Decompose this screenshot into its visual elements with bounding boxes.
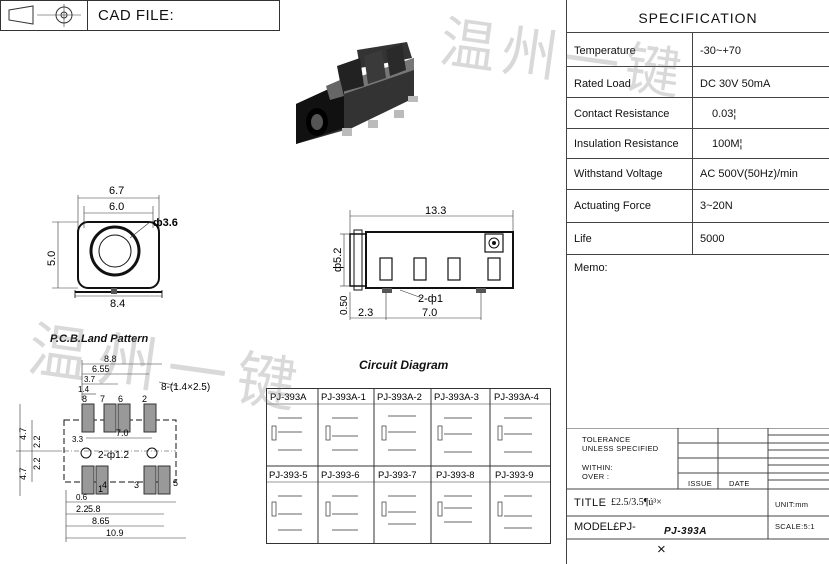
pcb-pad-spec: 8-(1.4×2.5) [161,382,210,393]
tolerance-label: TOLERANCE [582,435,631,444]
circuit-model-4: PJ-393A-3 [434,392,479,403]
pcb-pin-1: 1 [98,484,103,494]
unit-label: UNIT:mm [775,500,809,509]
memo-label: Memo: [574,262,608,274]
side-view-drawing: 13.3 ф5.2 2-ф1 0.50 2.3 7.0 [332,205,514,320]
pcb-dim-47a: 4.7 [18,427,28,440]
model-value: PJ-393A [664,526,707,537]
title-label: TITLE [574,497,607,509]
pcb-pin-2: 2 [142,394,147,404]
pcb-pin-7: 7 [100,394,105,404]
side-dim-length: 13.3 [425,205,446,217]
pcb-dim-865: 8.65 [92,516,110,526]
circuit-model-10: PJ-393-9 [495,470,534,481]
circuit-diagram-grid: PJ-393A PJ-393A-1 PJ-393A-2 PJ-393A-3 PJ… [266,388,551,544]
pcb-dim-70: 7.0 [116,428,129,438]
front-view-drawing: 6.7 6.0 ф3.6 5.0 8.4 [46,185,178,310]
scale-label: SCALE:5:1 [775,522,815,531]
circuit-model-5: PJ-393A-4 [494,392,539,403]
product-3d-image [296,42,418,144]
pcb-pin-3: 3 [134,480,139,490]
pcb-pin-4: 4 [102,480,107,490]
circuit-model-2: PJ-393A-1 [321,392,366,403]
pcb-dim-655: 6.55 [92,364,110,374]
circuit-title: Circuit Diagram [359,358,449,372]
model-label: MODEL£PJ- [574,521,636,533]
pcb-dim-47b: 4.7 [18,467,28,480]
pcb-dim-22c: 2.2 [76,504,89,514]
spec-row-temperature: Temperature-30~+70 [567,33,829,67]
header-bar: CAD FILE: [0,0,280,31]
front-dim-height: 5.0 [46,251,58,266]
spec-value-divider [692,32,693,254]
front-dim-hole: ф3.6 [153,217,178,229]
front-dim-bottom: 8.4 [110,298,125,310]
circuit-model-9: PJ-393-8 [436,470,475,481]
circuit-model-6: PJ-393-5 [269,470,308,481]
side-dim-a: 2.3 [358,307,373,319]
front-dim-top: 6.7 [109,185,124,197]
side-dim-dia: ф5.2 [332,248,344,272]
logo-box [1,1,88,30]
pcb-dim-58: 5.8 [88,504,101,514]
unless-label: UNLESS SPECIFIED [582,444,659,453]
circuit-model-1: PJ-393A [270,392,307,403]
within-label: WITHIN: [582,463,613,472]
pcb-land-pattern: 8.8 6.55 3.7 1.4 8-(1.4×2.5) 8 7 6 2 1 4… [16,354,210,542]
circuit-model-3: PJ-393A-2 [377,392,422,403]
side-dim-b: 7.0 [422,307,437,319]
pcb-pin-8: 8 [82,394,87,404]
cad-symbol-icon [8,4,81,27]
cad-file-label: CAD FILE: [98,7,175,24]
side-dim-pin: 2-ф1 [418,293,443,305]
over-label: OVER : [582,472,610,481]
spec-title: SPECIFICATION [638,10,758,26]
bottom-mark: × [657,541,666,558]
date-label: DATE [729,479,750,488]
pcb-dim-06: 0.6 [76,493,88,502]
spec-panel [566,0,829,564]
issue-label: ISSUE [688,479,713,488]
pcb-dim-109: 10.9 [106,528,124,538]
circuit-model-7: PJ-393-6 [321,470,360,481]
pcb-dim-88: 8.8 [104,354,117,364]
pcb-title: P.C.B.Land Pattern [50,333,149,345]
circuit-model-8: PJ-393-7 [378,470,417,481]
title-block-grid [567,428,829,540]
pcb-dim-33: 3.3 [72,435,84,444]
pcb-dim-22a: 2.2 [32,435,42,448]
pcb-dim-37: 3.7 [84,375,96,384]
title-value: £2.5/3.5¶ú³× [611,497,662,508]
pcb-dim-22b: 2.2 [32,457,42,470]
front-dim-inner: 6.0 [109,201,124,213]
pcb-pin-5: 5 [173,478,178,488]
pcb-pin-6: 6 [118,394,123,404]
pcb-dim-14: 1.4 [78,385,90,394]
side-dim-gap: 0.50 [339,295,350,315]
pcb-dim-hole: 2-ф1.2 [98,449,129,461]
